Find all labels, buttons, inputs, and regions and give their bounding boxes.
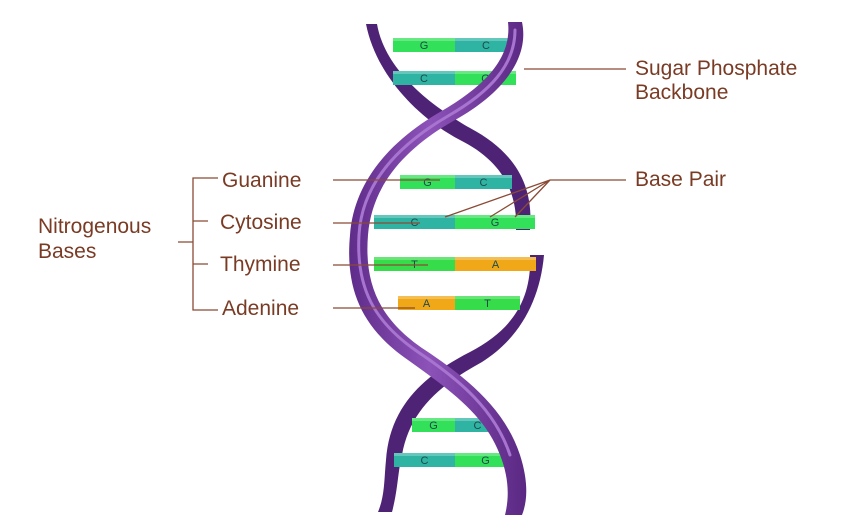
backbone-label-line2: Backbone [635,81,728,104]
base-letter: C [480,177,488,189]
base-segment-right [455,257,536,271]
base-segment-shine [455,175,512,178]
base-segment-left [374,215,455,229]
base-letter: A [423,298,431,310]
thymine-label: Thymine [220,253,301,276]
base-pair-leader [444,179,626,218]
nitrogenous-label-line1: Nitrogenous [38,215,151,238]
base-segment-right [455,215,535,229]
base-pair-label: Base Pair [635,168,726,191]
base-segment-shine [374,215,455,218]
cytosine-label: Cytosine [220,211,302,234]
base-segment-shine [455,296,520,299]
leader-lines [178,68,626,311]
backbone-label-line1: Sugar Phosphate [635,57,797,80]
base-segment-shine [400,175,455,178]
nitrogenous-bracket [178,177,218,311]
base-segment-shine [455,71,516,74]
base-segment-left [394,453,455,467]
base-letter: G [423,177,432,189]
base-segment-shine [455,453,516,456]
nitrogenous-label-line2: Bases [38,240,96,263]
back-strand [366,24,544,512]
back-strand-segment [366,24,531,230]
base-segment-left [393,71,455,85]
base-letter: C [482,40,490,52]
base-letter: G [429,420,438,432]
base-segment-right [455,38,517,52]
base-segment-left [374,257,455,271]
base-letter: C [420,73,428,85]
base-segment-right [455,175,512,189]
base-letter: G [481,455,490,467]
base-segment-shine [412,418,455,421]
base-segment-right [455,296,520,310]
back-strand-segment [378,255,544,512]
base-segment-left [393,38,455,52]
base-letter: C [421,455,429,467]
base-segment-shine [455,38,517,41]
base-segment-shine [374,257,455,260]
base-segment-left [412,418,455,432]
base-segment-left [400,175,455,189]
base-segment-left [398,296,455,310]
front-strand-highlight [357,28,517,457]
base-segment-shine [398,296,455,299]
front-strand [349,22,527,515]
base-pairs: GCCGGCCGTAATGCCG [374,38,536,467]
base-segment-shine [455,257,536,260]
labels: Sugar Phosphate Backbone Base Pair Nitro… [38,57,797,320]
base-segment-shine [455,418,500,421]
base-segment-shine [455,215,535,218]
base-segment-shine [394,453,455,456]
base-letter: C [474,420,482,432]
base-segment-shine [393,38,455,41]
base-letter: G [491,217,500,229]
adenine-label: Adenine [222,297,299,320]
base-letter: T [484,298,491,310]
base-letter: G [420,40,429,52]
guanine-label: Guanine [222,169,301,192]
base-letter: A [492,259,500,271]
base-segment-shine [393,71,455,74]
